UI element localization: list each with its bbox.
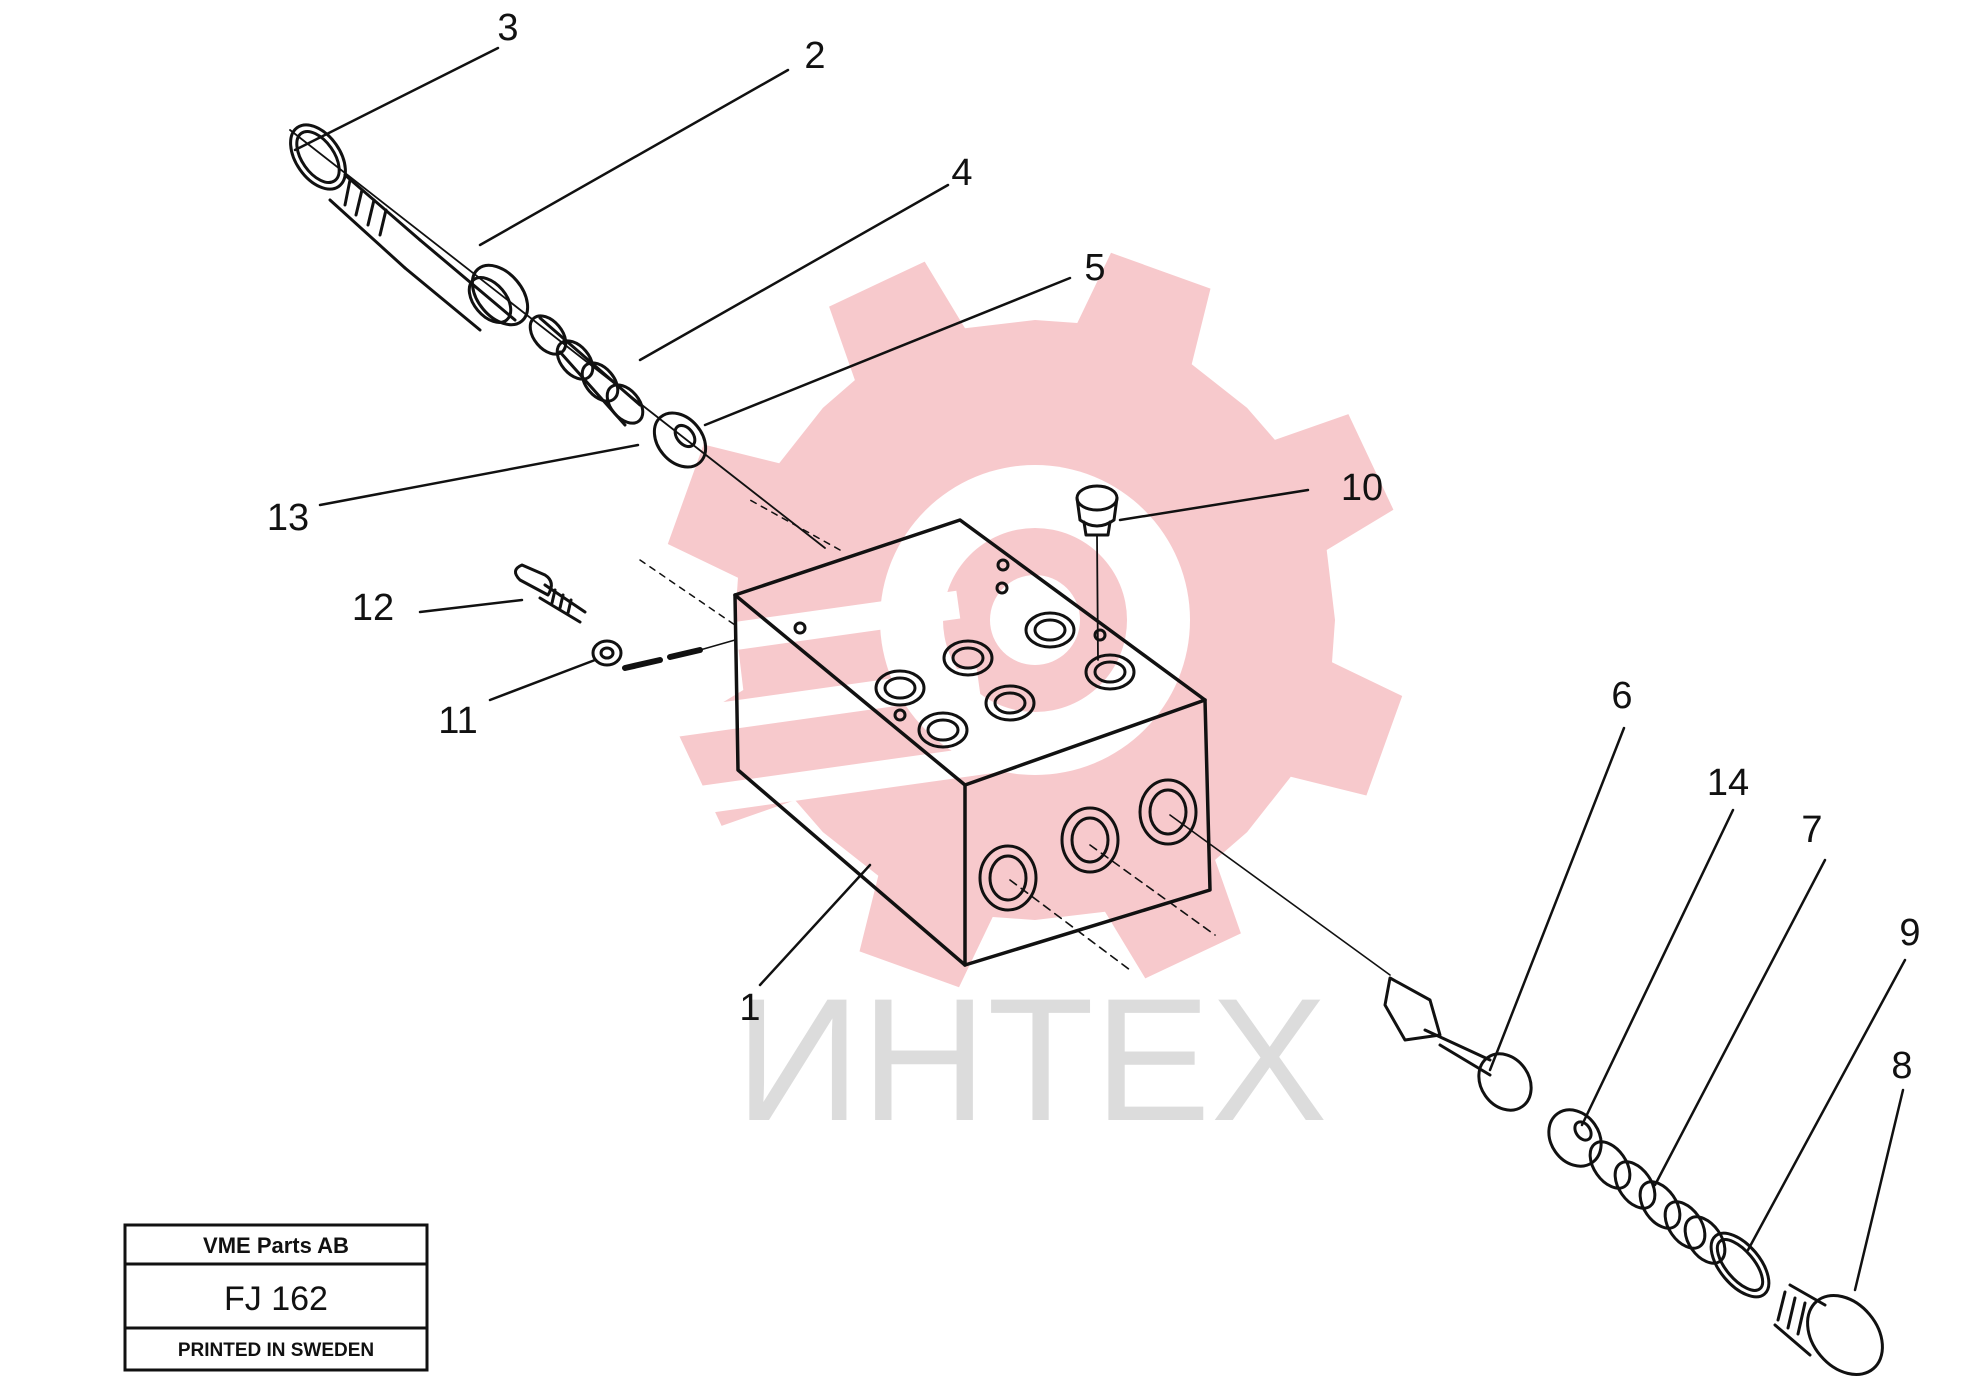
title-block-company: VME Parts AB: [203, 1233, 349, 1258]
valve-cartridge: [328, 173, 530, 332]
drawing-lines: [289, 46, 1907, 1376]
callout-2: 2: [804, 35, 825, 77]
callout-11: 11: [438, 700, 477, 742]
plug: [1773, 1283, 1884, 1376]
title-block-footer: PRINTED IN SWEDEN: [178, 1340, 374, 1361]
callout-4: 4: [951, 152, 972, 194]
callout-9: 9: [1899, 912, 1920, 954]
watermark-text: ИНТЕХ: [735, 963, 1328, 1158]
callout-8: 8: [1891, 1045, 1912, 1087]
callout-14: 14: [1707, 762, 1749, 804]
callout-10: 10: [1341, 467, 1383, 509]
title-block-code: FJ 162: [224, 1280, 328, 1318]
watermark-gear-icon: [609, 252, 1403, 988]
callout-13: 13: [267, 497, 309, 539]
valve-block: [733, 518, 1212, 967]
callout-6: 6: [1611, 675, 1632, 717]
callout-3: 3: [497, 7, 518, 49]
title-block: [123, 1223, 429, 1372]
piston: [1383, 976, 1533, 1112]
callout-12: 12: [352, 587, 394, 629]
callout-7: 7: [1801, 809, 1822, 851]
callout-5: 5: [1084, 247, 1105, 289]
callout-1: 1: [739, 987, 760, 1029]
